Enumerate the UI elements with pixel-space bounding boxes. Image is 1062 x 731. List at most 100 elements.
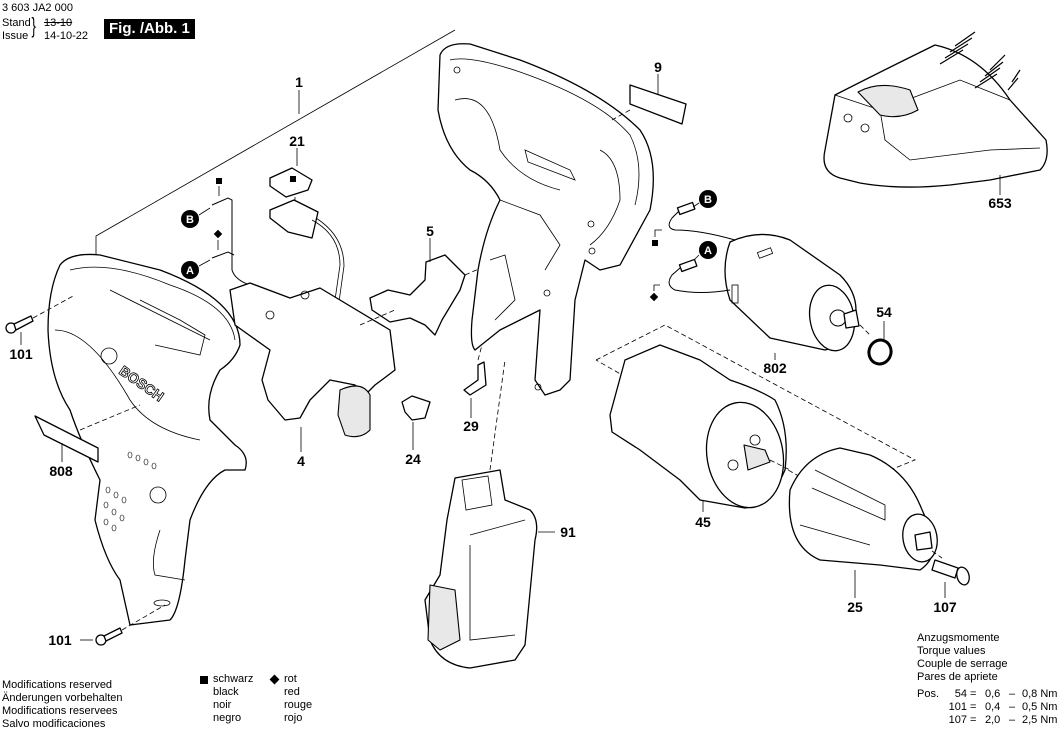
part-label-54: 54 [876,304,892,320]
torque-title-en: Torque values [917,645,986,657]
legend-red-fr: rouge [284,699,313,711]
part-label-4: 4 [297,453,305,469]
legend-black-fr: noir [213,699,232,711]
connector-b-right: B [692,190,717,208]
battery-pack-part [424,359,555,669]
label-plate-part [611,74,687,125]
torque-dash: – [1009,688,1016,700]
dc-motor-part [724,233,860,360]
torque-eq: = [970,688,977,700]
legend-black-es: negro [213,712,242,724]
red-diamond-marker [649,292,659,302]
wire-harness [211,178,251,286]
spring-clip-part [463,344,487,418]
switch-part [229,282,396,452]
modifications-notice: Modifications reserved Änderungen vorbeh… [2,679,122,731]
document-number: 3 603 JA2 000 [2,2,73,14]
part-label-1: 1 [295,74,303,90]
left-housing-shell: BOSCH [47,253,247,626]
chuck-screw-part [931,550,970,598]
torque-values: Anzugsmomente Torque values Couple de se… [917,632,1008,684]
drill-chuck-part [769,447,938,598]
part-label-101-bottom: 101 [48,632,72,648]
black-square-marker [652,240,658,246]
torque-row: 101 = 0,4 – 0,5 Nm [940,701,1062,714]
torque-row: 54 = 0,6 – 0,8 Nm [940,688,1062,701]
legend-black-de: schwarz [213,673,254,685]
modifications-line-fr: Modifications reservees [2,705,118,717]
torque-max: 2,5 Nm [1022,714,1058,726]
gearbox-part [609,344,787,512]
connector-a-right: A [693,241,717,261]
torque-dash: – [1009,714,1016,726]
svg-text:A: A [186,265,194,277]
motor-wires [649,201,736,302]
torque-eq: = [970,701,977,713]
torque-min: 2,0 [985,714,1001,726]
screw-top-part [5,294,76,334]
torque-pos-label: Pos. [917,688,940,700]
switch-cover-part [269,148,313,207]
modifications-line-en: Modifications reserved [2,679,113,691]
torque-min: 0,6 [985,688,1001,700]
housing-set-bracket [95,29,456,255]
torque-max: 0,5 Nm [1022,701,1058,713]
charger-part [823,31,1048,195]
legend-black-en: black [213,686,239,698]
torque-pos: 54 [954,688,967,700]
part-label-25: 25 [847,599,863,615]
brace-icon: } [31,13,36,38]
o-ring-part [859,321,893,366]
stand-label: Stand [2,17,31,29]
connector-b-left: B [181,207,211,228]
torque-pos: 101 [948,701,967,713]
stand-date: 13-10 [44,17,73,29]
part-label-45: 45 [695,514,711,530]
torque-table: 54 = 0,6 – 0,8 Nm 101 = 0,4 – 0,5 Nm 107… [940,688,1062,727]
connector-a-left: A [181,259,211,279]
right-housing-shell [437,43,654,396]
modifications-line-es: Salvo modificaciones [2,718,106,730]
torque-title-de: Anzugsmomente [917,632,1000,644]
part-label-101-top: 101 [9,346,33,362]
svg-text:B: B [704,194,712,206]
part-label-5: 5 [426,223,434,239]
torque-min: 0,4 [985,701,1001,713]
svg-text:A: A [704,245,712,257]
switch-pcb-part [269,199,345,306]
torque-title-fr: Couple de serrage [917,658,1008,670]
legend-red-de: rot [284,673,297,685]
switch-clip-part [401,395,431,450]
torque-eq: = [970,714,977,726]
assembly-frame [595,324,916,495]
legend-black: schwarz black noir negro [213,673,253,725]
torque-title-es: Pares de apriete [917,671,998,683]
part-label-802: 802 [763,360,787,376]
legend-red: rot red rouge rojo [284,673,312,725]
legend-red-es: rojo [284,712,303,724]
part-label-107: 107 [933,599,957,615]
modifications-line-de: Änderungen vorbehalten [2,692,123,704]
part-label-9: 9 [654,59,662,75]
legend-red-en: red [284,686,300,698]
nameplate-part [34,404,141,463]
issue-date: 14-10-22 [44,30,89,42]
screw-bottom-part [95,604,166,646]
issue-label: Issue [2,30,29,42]
part-label-21: 21 [289,133,305,149]
part-label-653: 653 [988,195,1012,211]
torque-row: 107 = 2,0 – 2,5 Nm [940,714,1062,727]
torque-max: 0,8 Nm [1022,688,1058,700]
torque-dash: – [1009,701,1016,713]
black-square-icon [200,676,208,684]
part-label-808: 808 [49,463,73,479]
red-diamond-marker [213,229,223,239]
direction-slider-part [359,238,511,336]
svg-text:B: B [186,214,194,226]
part-label-24: 24 [405,451,421,467]
torque-pos: 107 [948,714,967,726]
black-square-marker [216,178,222,184]
part-label-91: 91 [560,524,576,540]
part-label-29: 29 [463,418,479,434]
